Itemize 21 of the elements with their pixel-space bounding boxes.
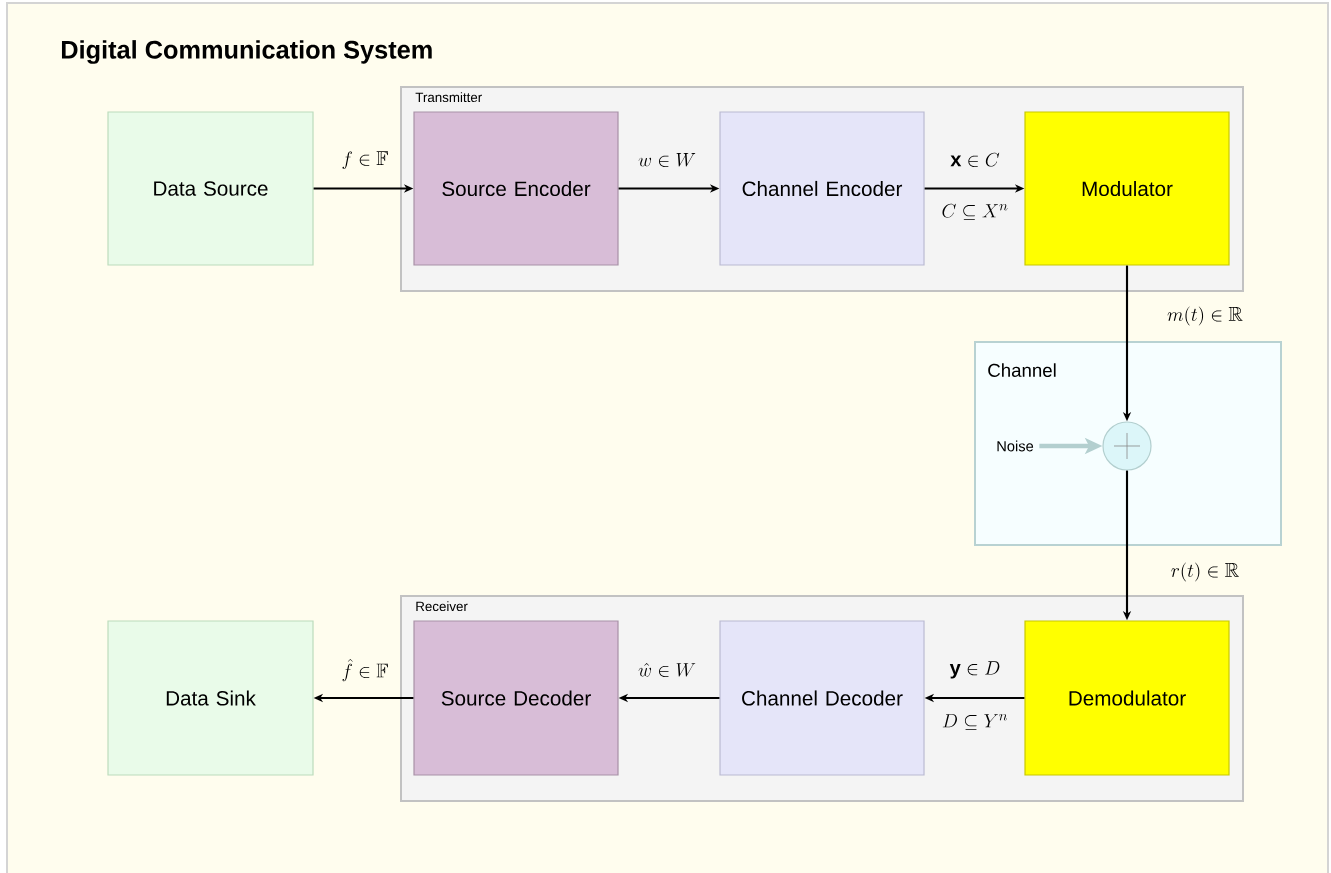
noise-label: Noise: [997, 440, 1034, 452]
edge-label: $m(t) \in \mathbb{R}$: [1167, 306, 1243, 326]
code-set-label: $C \subseteq X^n$: [942, 203, 1008, 220]
process-box: Channel Decoder: [719, 620, 925, 776]
process-box: Source Encoder: [413, 111, 619, 266]
process-box: Modulator: [1024, 111, 1230, 266]
title: Digital Communication System: [61, 40, 432, 64]
edge-label: $r(t) \in \mathbb{R}$: [1171, 562, 1239, 582]
edge-label: $f \in \mathbb{F}$: [342, 151, 388, 169]
edge-label: $\mathbf{y} \in D$: [949, 661, 1000, 679]
process-box: Channel Encoder: [719, 111, 925, 266]
process-box: Data Source: [107, 111, 314, 266]
adder-circle: [1102, 421, 1152, 471]
process-box: Demodulator: [1024, 620, 1230, 776]
edge-label: $\hat{f} \in \mathbb{F}$: [342, 658, 388, 682]
code-set-label: $D \subseteq Y^n$: [942, 713, 1008, 730]
edge-label: $w \in W$: [638, 153, 696, 167]
edge-label: $\mathbf{x} \in C$: [950, 152, 1000, 167]
process-box: Source Decoder: [413, 620, 619, 776]
process-box: Data Sink: [107, 620, 314, 776]
edge-label: $\hat{w} \in W$: [638, 662, 696, 678]
